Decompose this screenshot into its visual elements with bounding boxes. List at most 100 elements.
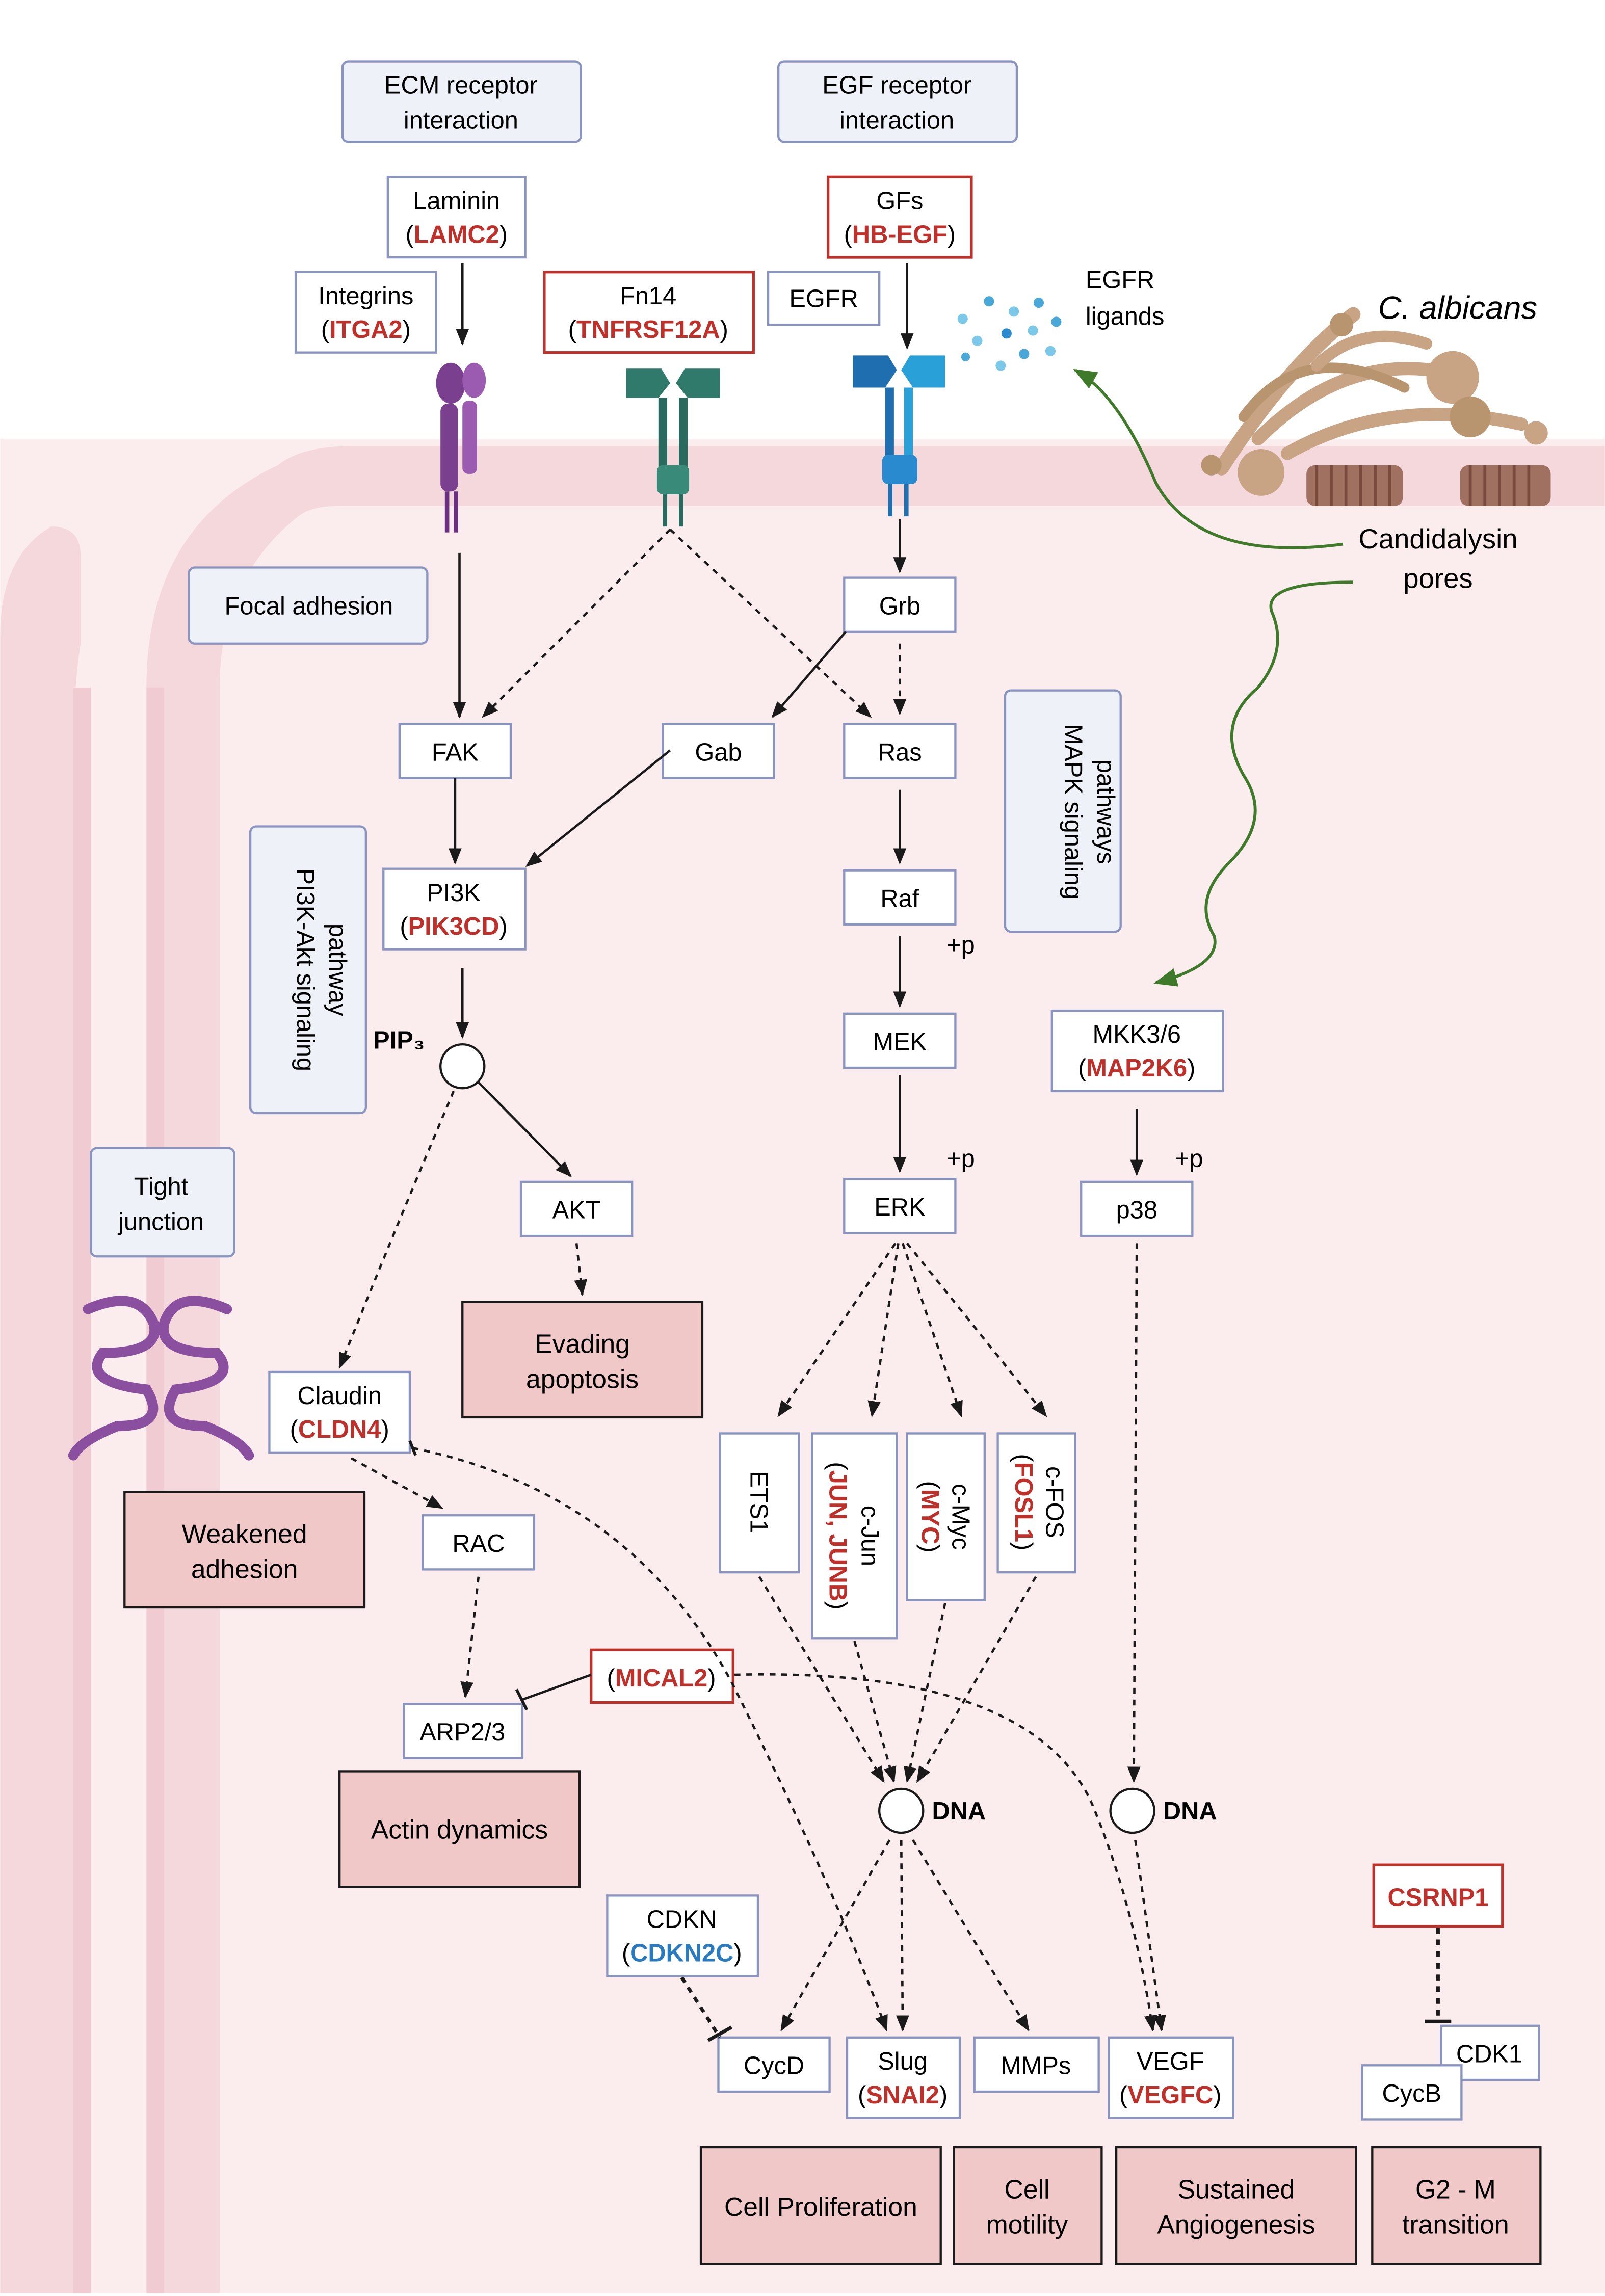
cdkn-node: CDKN (CDKN2C)	[606, 1894, 759, 1977]
dna2-to-vegf-arrow	[1134, 1840, 1166, 2032]
c-albicans-label: C. albicans	[1378, 291, 1537, 326]
evading-line1: Evading	[535, 1329, 630, 1359]
gfs-box: GFs (HB-EGF)	[827, 175, 973, 259]
rac-to-arp-arrow	[460, 1576, 480, 1699]
integrin-receptor-icon	[436, 362, 486, 533]
dna-node-1: DNA	[878, 1787, 986, 1834]
slug-node: Slug (SNAI2)	[846, 2036, 961, 2119]
dna-label-2: DNA	[1163, 1798, 1217, 1825]
p38-node: p38	[1080, 1180, 1194, 1237]
cycb-node: CycB	[1361, 2064, 1463, 2121]
pi3k-node: PI3K (PIK3CD)	[382, 867, 527, 951]
erk-to-cjun-arrow	[867, 1243, 900, 1418]
c-albicans-icon	[1201, 307, 1548, 496]
actin-dynamics-outcome: Actin dynamics	[338, 1770, 581, 1888]
cjun-label: c-Jun	[856, 1506, 884, 1566]
dna-node-2: DNA	[1109, 1787, 1217, 1834]
mical-to-vegf-arrow	[734, 1673, 1157, 2032]
laminin-label: Laminin	[413, 187, 500, 215]
erk-to-cfos-arrow	[906, 1242, 1047, 1417]
fn14-label: Fn14	[620, 282, 676, 310]
junction-band-right	[146, 687, 164, 2293]
akt-to-evading-arrow	[574, 1243, 588, 1297]
solid-arrows	[449, 263, 1144, 1711]
mmps-label: MMPs	[1001, 2052, 1071, 2080]
cfos-node: c-FOS (FOSL1)	[996, 1432, 1076, 1574]
raf-phospho-label: +p	[946, 932, 975, 959]
proliferation-label: Cell Proliferation	[724, 2192, 917, 2222]
dna-label-1: DNA	[932, 1798, 986, 1825]
rac-node: RAC	[422, 1514, 536, 1571]
mek-node: MEK	[843, 1012, 957, 1069]
gfs-gene: (HB-EGF)	[844, 221, 956, 248]
cfos-gene: (FOSL1)	[1010, 1454, 1037, 1551]
p38-to-dna-arrow	[1127, 1243, 1141, 1783]
g2m-line1: G2 - M	[1415, 2174, 1496, 2204]
raf-label: Raf	[880, 885, 919, 912]
weakened-line1: Weakened	[182, 1519, 307, 1549]
motility-line1: Cell	[1005, 2174, 1050, 2204]
raf-node: Raf	[843, 869, 957, 926]
ras-label: Ras	[878, 738, 922, 766]
tight-junction-line1: Tight	[134, 1173, 189, 1201]
pip3-node: PIP₃	[373, 1027, 486, 1090]
motility-line2: motility	[986, 2209, 1068, 2239]
grb-label: Grb	[879, 592, 920, 620]
vegf-label: VEGF	[1137, 2048, 1204, 2075]
claudin-node: Claudin (CLDN4)	[268, 1370, 411, 1454]
claudin-to-rac-arrow	[351, 1457, 443, 1509]
focal-adhesion-header: Focal adhesion	[188, 566, 429, 645]
pi3k-gene: (PIK3CD)	[400, 913, 507, 940]
mapk-label-line2: pathways	[1092, 759, 1119, 864]
cdkn-label: CDKN	[647, 1906, 717, 1934]
cytoplasm	[0, 438, 1605, 2294]
egfr-box: EGFR	[767, 271, 881, 326]
weakened-line2: adhesion	[191, 1554, 298, 1584]
grb-node: Grb	[843, 576, 957, 633]
g2m-outcome: G2 - M transition	[1371, 2146, 1542, 2265]
candidalysin-pore-icon-2	[1460, 465, 1551, 506]
egf-header: EGF receptor interaction	[777, 60, 1018, 143]
mapk-label-line1: MAPK signaling	[1060, 724, 1087, 900]
cjun-gene: (JUN, JUNB)	[824, 1462, 852, 1609]
pi3k-akt-label-line1: PI3K-Akt signaling	[292, 868, 319, 1071]
csrnp1-label: CSRNP1	[1388, 1884, 1489, 1911]
vegf-gene: (VEGFC)	[1119, 2081, 1222, 2109]
ras-node: Ras	[843, 723, 957, 779]
ecm-header-line2: interaction	[404, 107, 518, 135]
akt-node: AKT	[519, 1180, 634, 1237]
arp-label: ARP2/3	[419, 1719, 505, 1746]
mkk-gene: (MAP2K6)	[1078, 1054, 1195, 1082]
pi3k-label: PI3K	[427, 879, 481, 907]
ecm-header-line1: ECM receptor	[384, 72, 538, 99]
dna-to-mmps-arrow	[912, 1839, 1030, 2032]
pi3k-akt-header: PI3K-Akt signaling pathway	[249, 825, 367, 1115]
erk-label: ERK	[874, 1194, 925, 1221]
cdkn-inhibit-bar	[707, 2025, 732, 2042]
candidalysin-line2: pores	[1403, 563, 1472, 594]
akt-label: AKT	[552, 1197, 601, 1224]
egf-header-line2: interaction	[839, 107, 954, 135]
mmps-node: MMPs	[973, 2036, 1100, 2093]
dna-to-cycd-arrow	[780, 1839, 891, 2032]
evading-apoptosis-outcome: Evading apoptosis	[461, 1301, 704, 1419]
cycd-label: CycD	[744, 2052, 804, 2080]
egf-header-line1: EGF receptor	[822, 72, 971, 99]
mical-inhibits-arp-line	[522, 1673, 592, 1701]
laminin-box: Laminin (LAMC2)	[386, 176, 527, 259]
angiogenesis-outcome: Sustained Angiogenesis	[1115, 2146, 1357, 2265]
adjacent-cell-membrane	[0, 526, 81, 2294]
egfr-label: EGFR	[789, 285, 858, 313]
rac-label: RAC	[452, 1530, 505, 1558]
ets1-to-dna-arrow	[758, 1576, 885, 1783]
grb-to-gab-arrow	[771, 631, 847, 718]
mek-label: MEK	[873, 1028, 927, 1056]
mek-phospho-label: +p	[946, 1145, 975, 1173]
junction-band-left	[73, 687, 91, 2293]
integrins-box: Integrins (ITGA2)	[294, 271, 437, 354]
cfos-label: c-FOS	[1040, 1466, 1068, 1538]
tight-junction-header: Tight junction	[90, 1147, 235, 1258]
arp-node: ARP2/3	[403, 1703, 524, 1759]
cdkn-inhibits-cycd-line	[680, 1976, 722, 2039]
p38-label: p38	[1116, 1197, 1157, 1224]
